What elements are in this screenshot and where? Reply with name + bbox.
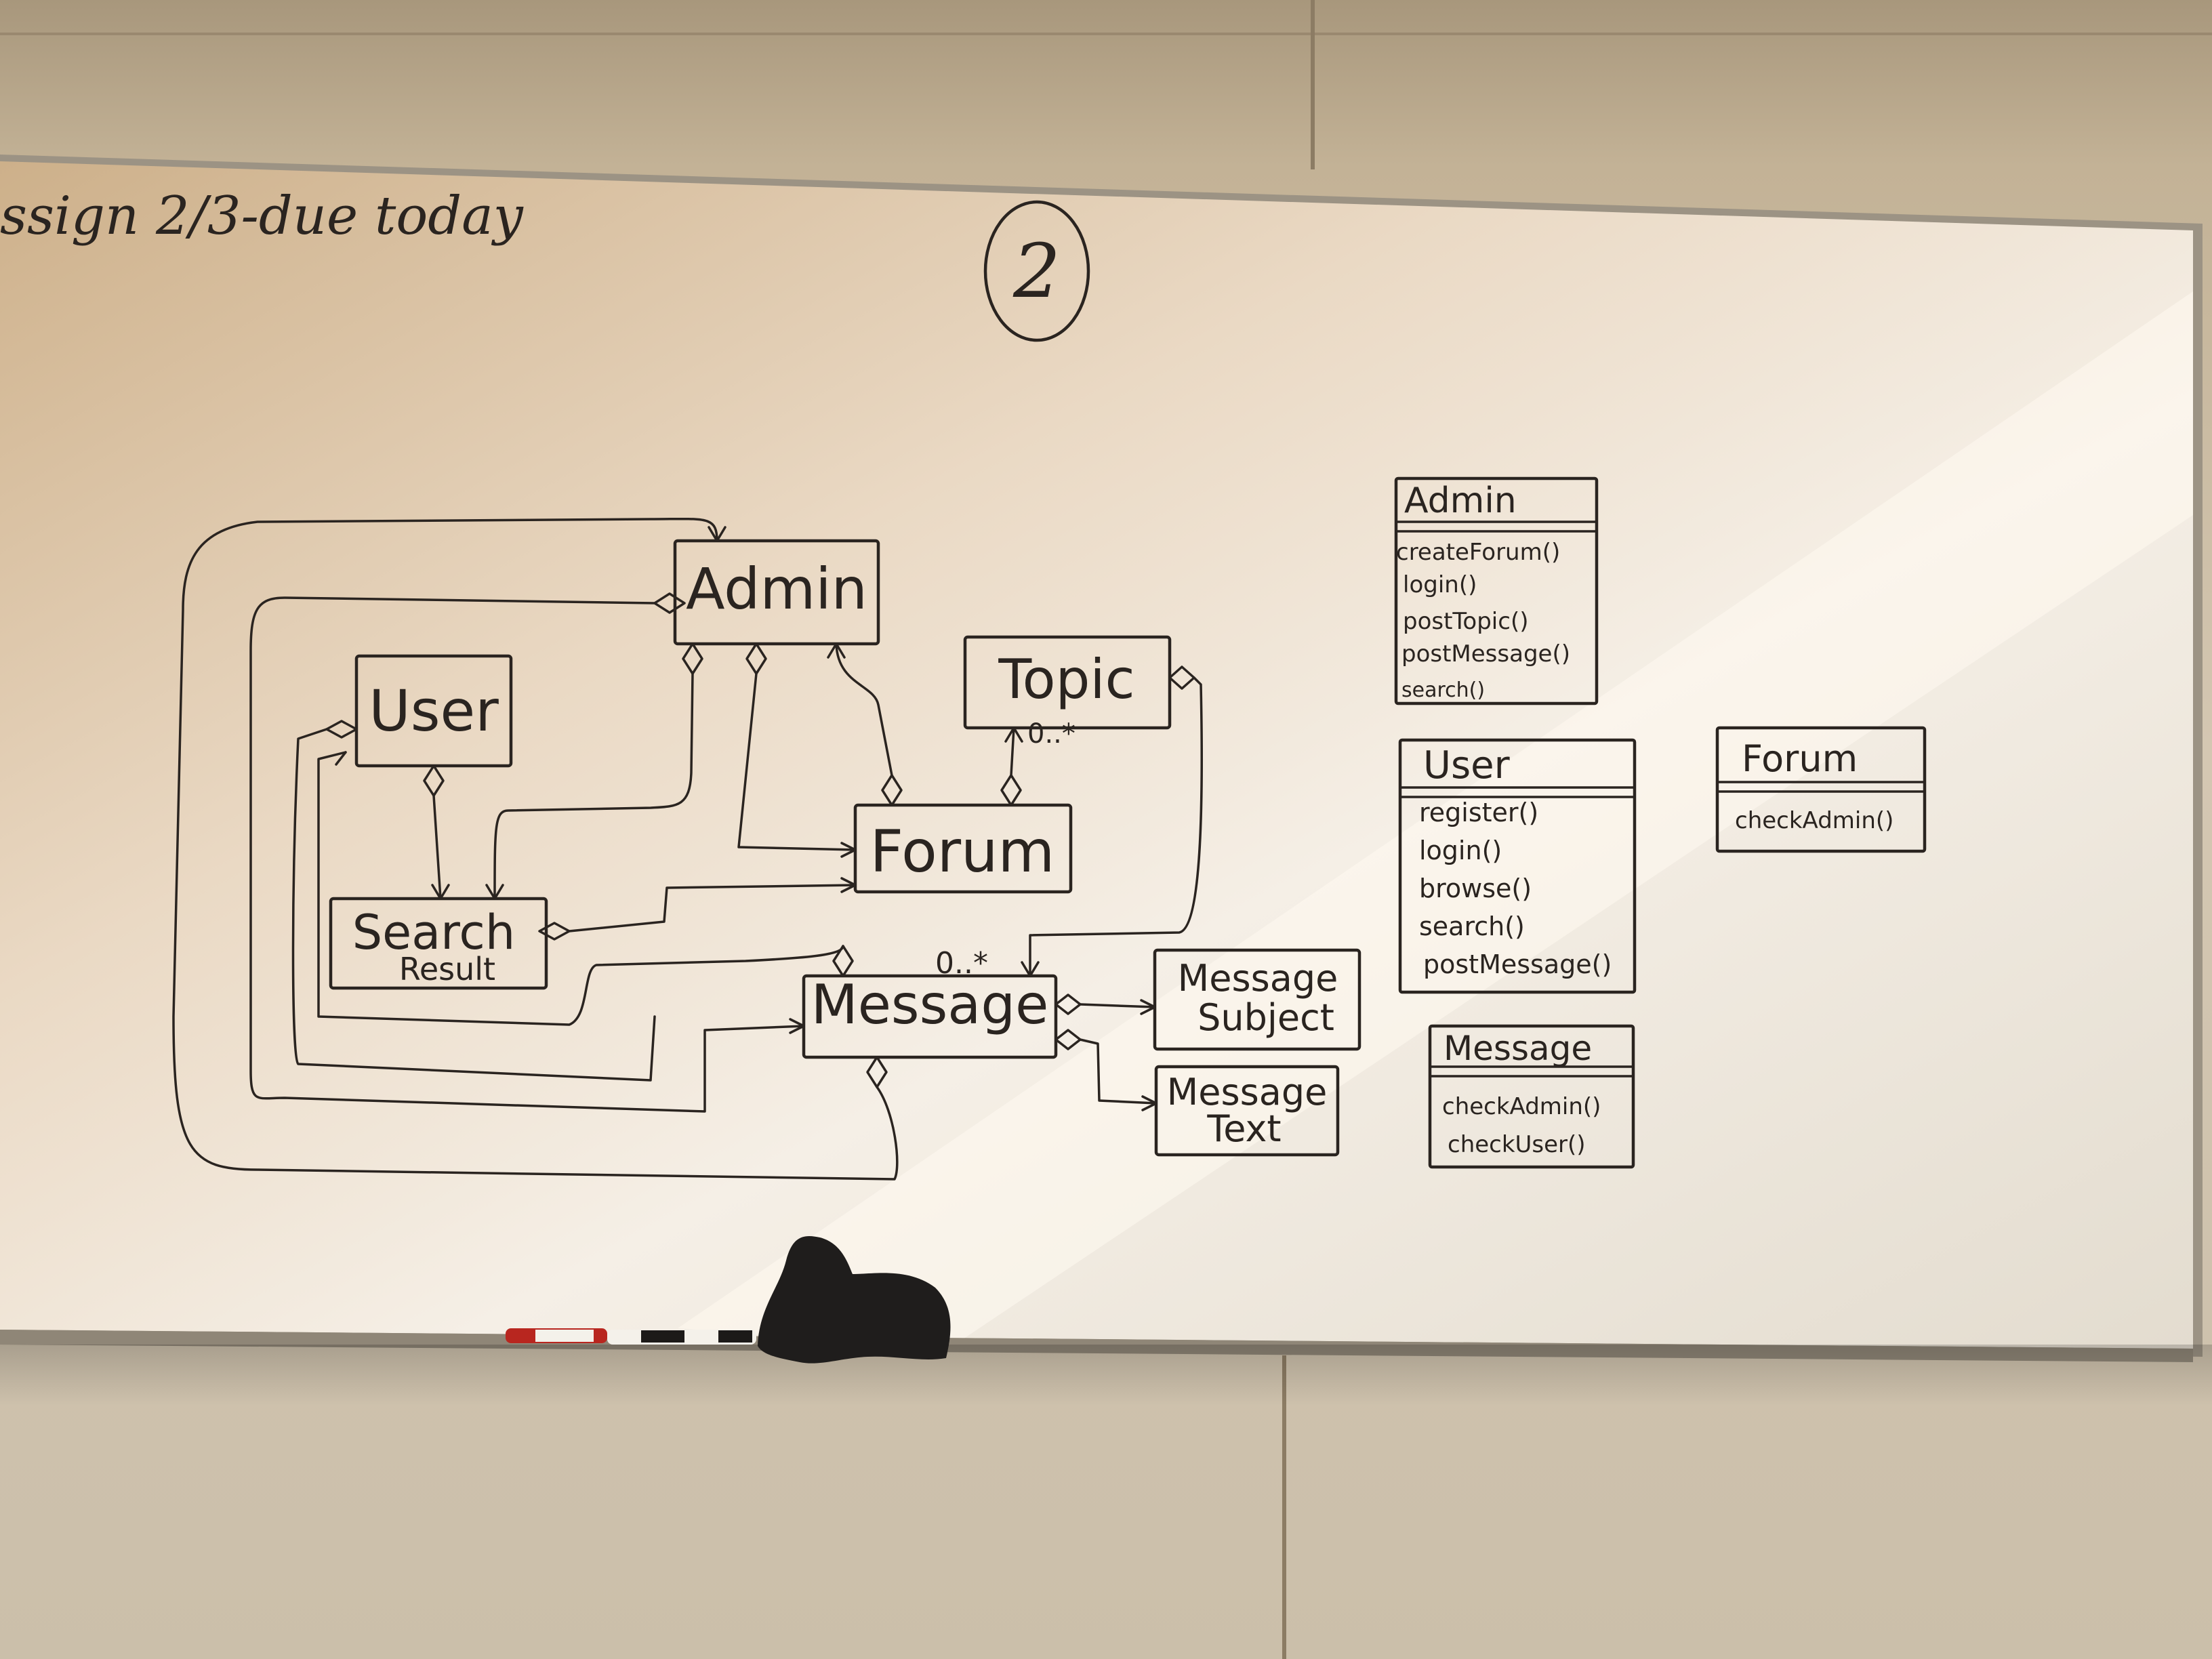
message-multiplicity: 0..* [935,946,988,981]
forum-label: Forum [870,818,1055,886]
uml-admin-title: Admin [1404,480,1517,521]
eraser-cloth [758,1235,951,1364]
message-box [802,974,1058,1059]
wall-seam-vertical-bottom [1282,1355,1286,1659]
markers [506,1328,756,1345]
board-heading: ssign 2/3-due today [0,186,524,247]
whiteboard-surface [0,161,2193,1349]
uml-admin-class: Admin createForum() login() postTopic() … [1394,476,1599,705]
message-subject-label-line2: Subject [1197,996,1334,1039]
search-result-box [329,897,548,990]
uml-message-title: Message [1443,1029,1592,1068]
uml-message-method: checkUser() [1448,1131,1586,1158]
uml-user-class: User register() login() browse() search(… [1398,738,1637,994]
uml-user-method: postMessage() [1423,949,1612,979]
wall-seam-horizontal-top [0,33,2212,35]
topic-label: Topic [998,648,1134,711]
uml-user-method: browse() [1419,874,1532,903]
forum-box [853,803,1073,894]
sunlight-streak [678,291,2193,1349]
search-result-label-line2: Result [399,951,495,987]
message-text-label-line2: Text [1206,1107,1281,1150]
admin-box [673,539,880,646]
uml-message-class: Message checkAdmin() checkUser() [1428,1024,1635,1169]
uml-admin-method: login() [1403,571,1477,598]
uml-message-box [1428,1024,1635,1169]
uml-message-method: checkAdmin() [1442,1093,1601,1120]
uml-user-box [1398,738,1637,994]
topic-box [963,635,1172,730]
class-diagram: Admin User Topic Forum Search Result Mes… [172,517,1361,1181]
uml-user-title: User [1423,743,1511,787]
admin-label: Admin [686,556,867,622]
message-subject-label-line1: Message [1178,957,1338,1000]
uml-admin-method: postMessage() [1401,640,1570,668]
uml-forum-box [1715,726,1927,853]
uml-admin-box [1394,476,1599,705]
topic-multiplicity: 0..* [1027,718,1076,750]
message-label: Message [811,973,1049,1036]
under-tray-shadow [0,1345,2212,1406]
message-text-label-line1: Message [1167,1071,1328,1113]
uml-admin-method: search() [1401,678,1485,702]
uml-forum-class: Forum checkAdmin() [1715,726,1927,853]
message-subject-box [1153,948,1361,1051]
page-number: 2 [1012,228,1061,314]
uml-admin-method: createForum() [1396,539,1560,566]
page-number-circle [983,200,1090,342]
uml-forum-title: Forum [1742,737,1858,780]
uml-user-method: search() [1419,912,1525,941]
wall-seam-vertical-top [1311,0,1315,169]
search-result-label-line1: Search [352,905,516,960]
user-label: User [369,678,499,744]
message-text-box [1154,1065,1340,1157]
uml-user-method: register() [1419,798,1538,827]
association-lines [172,517,1204,1181]
uml-forum-method: checkAdmin() [1735,807,1893,834]
uml-admin-method: postTopic() [1403,608,1528,635]
uml-user-method: login() [1419,836,1502,865]
